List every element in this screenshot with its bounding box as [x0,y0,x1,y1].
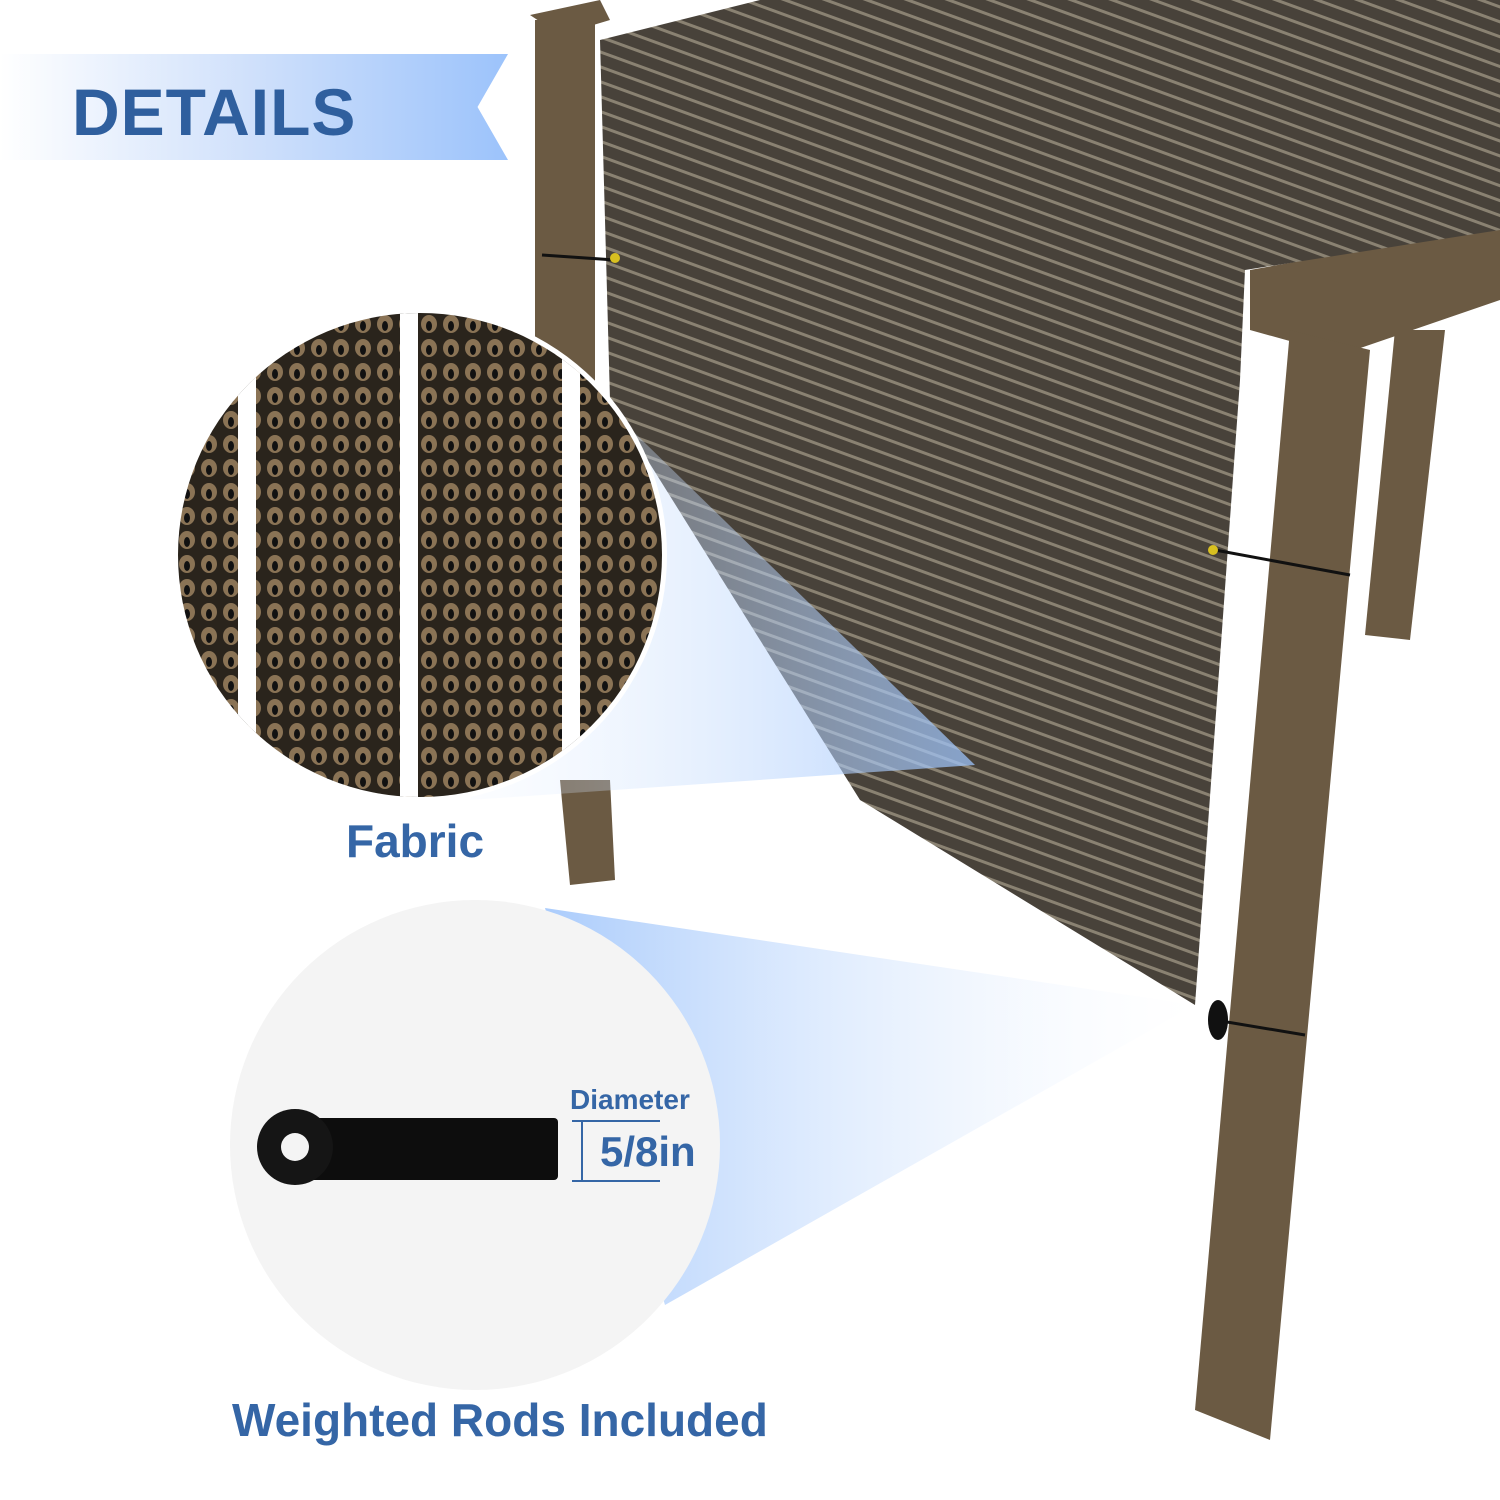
banner-title: DETAILS [72,75,357,149]
fabric-closeup [173,308,667,802]
shade-fabric [600,0,1500,1005]
weighted-rod-icon [310,1118,558,1180]
diameter-value: 5/8in [600,1128,696,1175]
grommet-icon [1208,545,1218,555]
details-banner [0,54,508,160]
diameter-dimension-lines [572,1120,660,1182]
rod-end-icon [1208,1000,1228,1040]
grommet-icon [610,253,620,263]
weighted-rods-label: Weighted Rods Included [232,1394,768,1446]
tie-ropes [541,253,1351,1037]
rod-closeup [230,900,720,1390]
diameter-label: Diameter [570,1084,690,1115]
fabric-label: Fabric [346,815,485,867]
pergola-frame [530,0,1500,1440]
